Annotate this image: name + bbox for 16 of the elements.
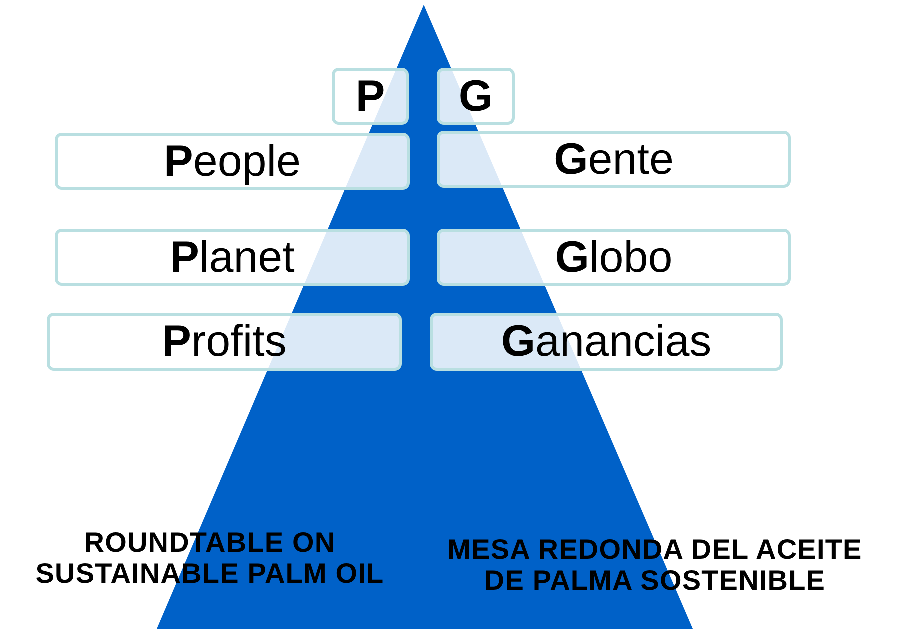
text-box (55, 229, 410, 286)
term-text: People (164, 140, 302, 184)
text-box (437, 68, 515, 125)
term-text: G (458, 74, 494, 118)
term-text: Gente (554, 138, 674, 182)
term-text: Profits (162, 320, 287, 364)
term-text: Planet (170, 236, 295, 280)
text-box (430, 313, 783, 371)
text-box (47, 313, 402, 371)
term-text: Globo (555, 236, 673, 280)
term-text: Ganancias (501, 320, 712, 364)
text-box (437, 131, 791, 188)
term-text: P (356, 74, 386, 118)
text-box (332, 68, 409, 125)
text-box (437, 229, 791, 286)
text-box (55, 133, 410, 190)
